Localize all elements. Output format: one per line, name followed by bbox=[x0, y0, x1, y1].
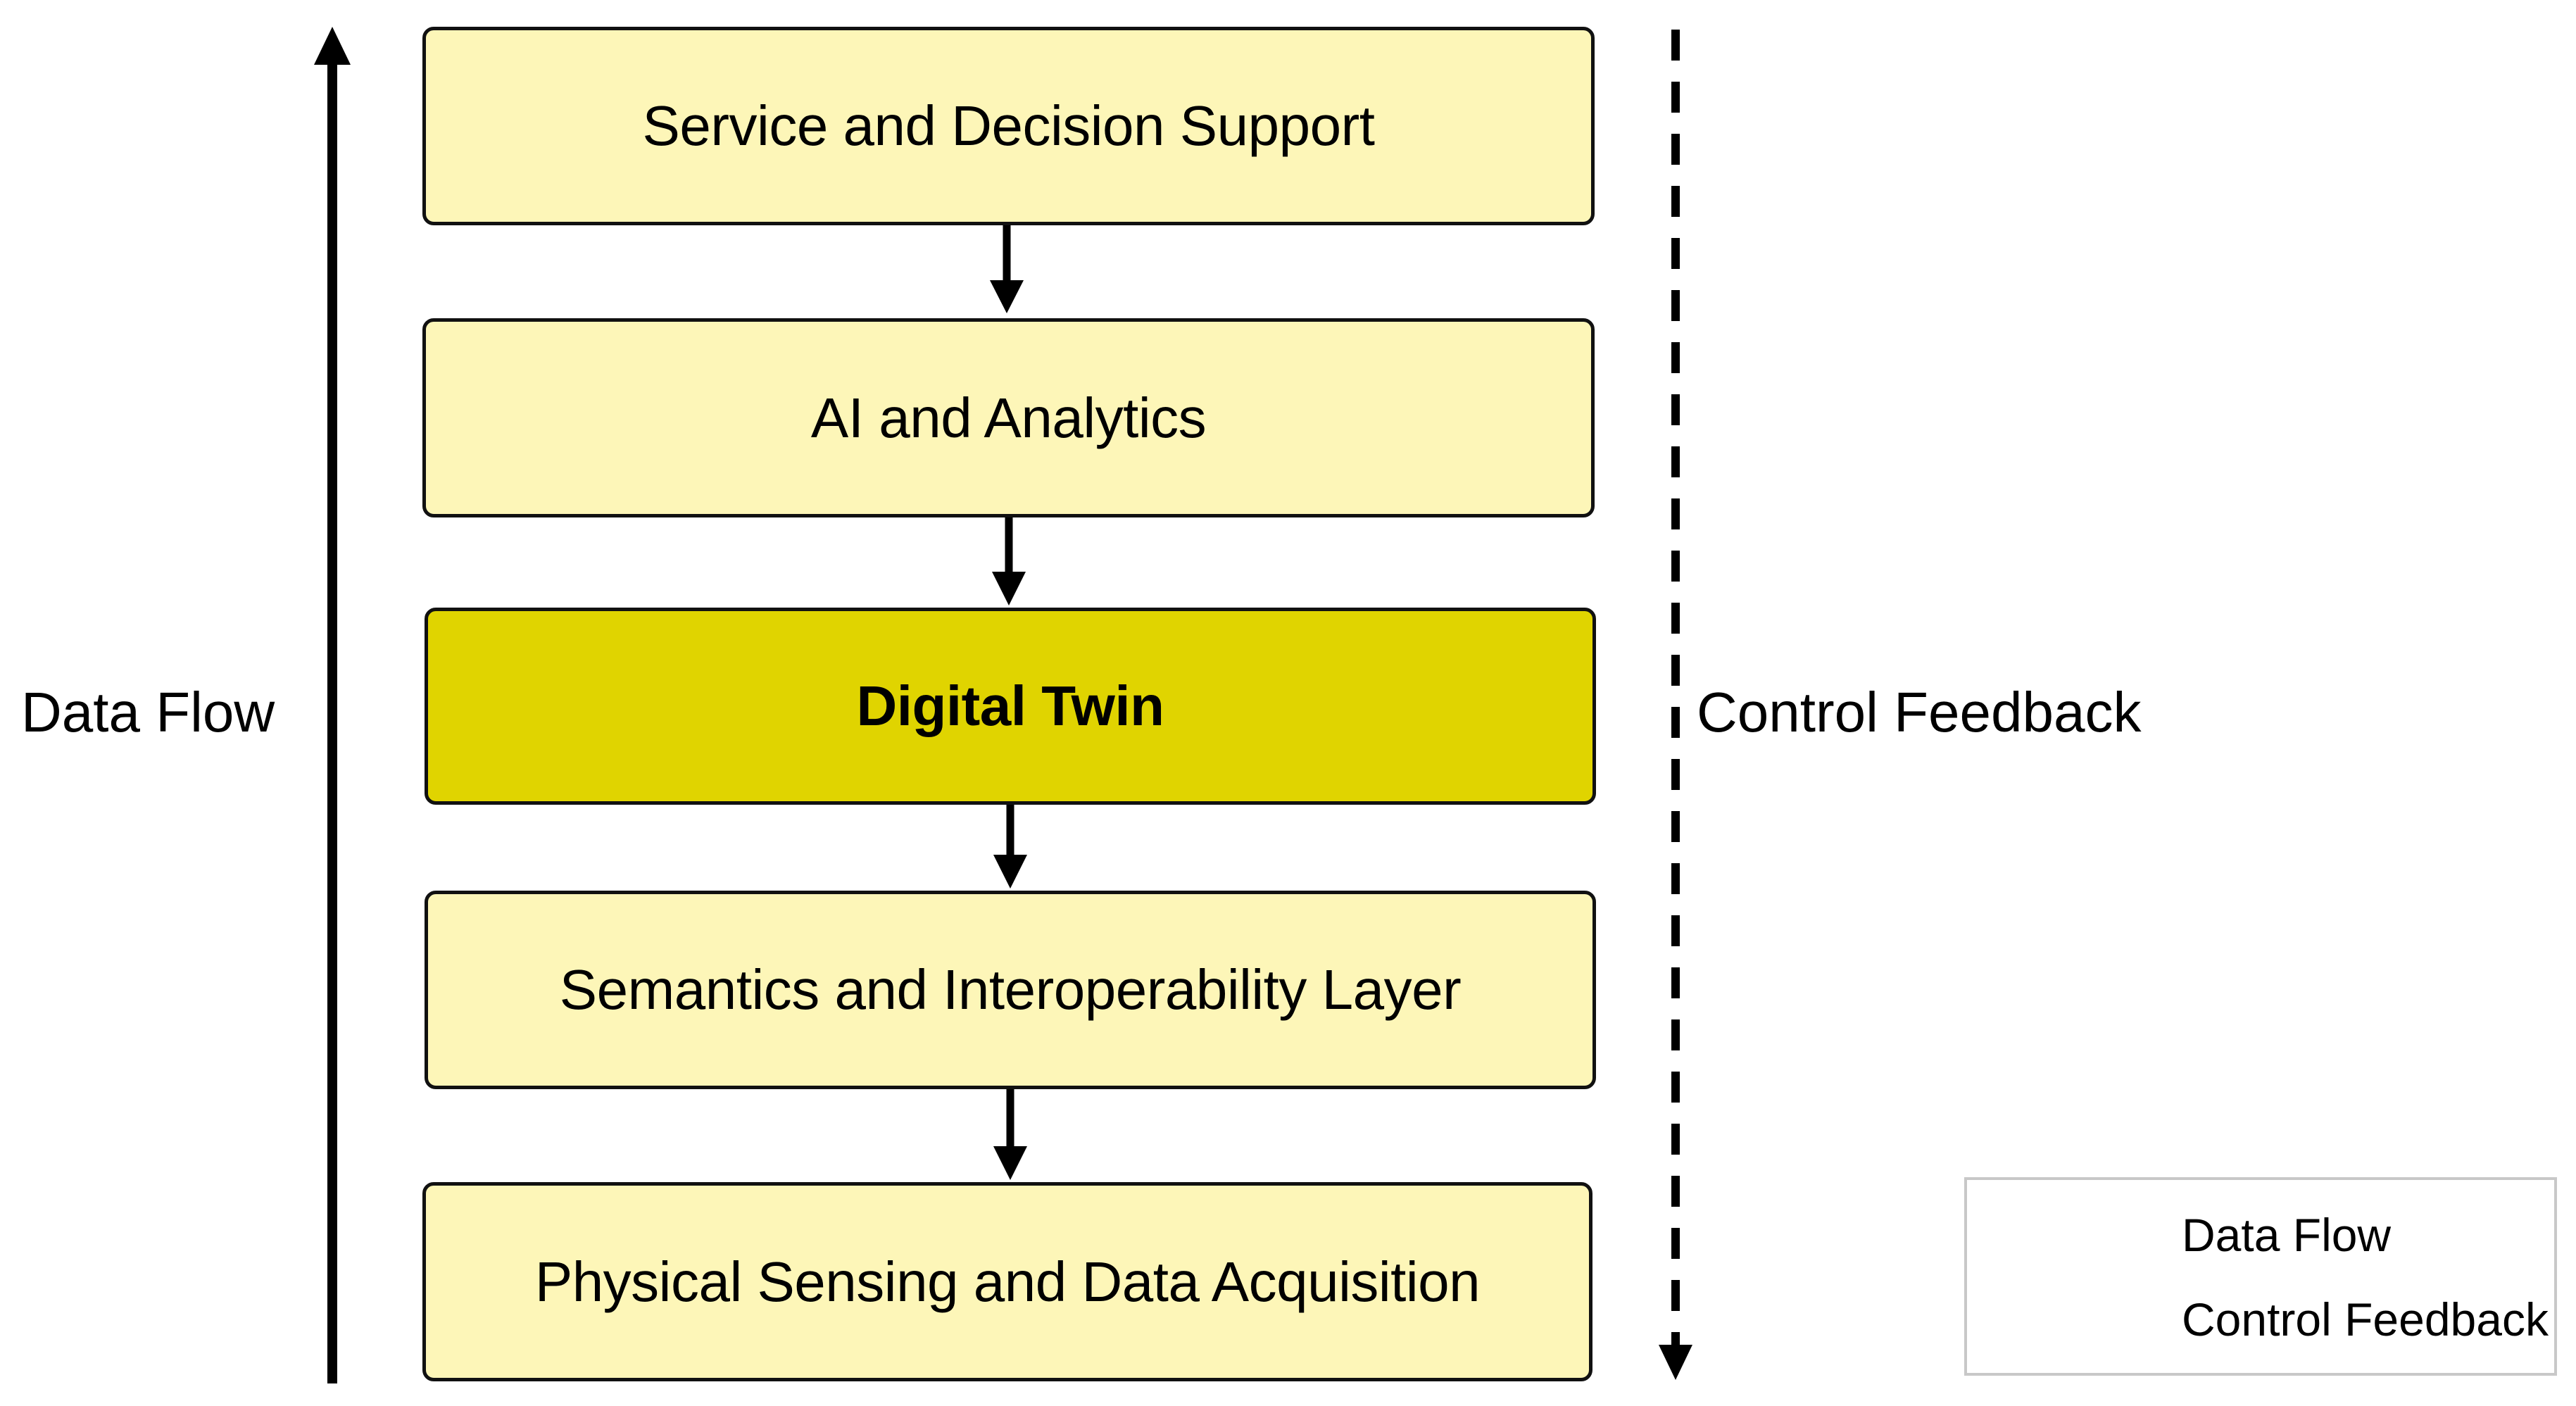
layer-arrow-4-5 bbox=[993, 1089, 1027, 1180]
layer-arrow-1-2 bbox=[990, 225, 1024, 313]
layer-label: Physical Sensing and Data Acquisition bbox=[534, 1250, 1481, 1313]
layer-label: Service and Decision Support bbox=[642, 94, 1375, 157]
legend-control-feedback-label: Control Feedback bbox=[2182, 1293, 2549, 1345]
layer-service-decision-support: Service and Decision Support bbox=[422, 27, 1595, 225]
data-flow-label: Data Flow bbox=[21, 681, 275, 743]
layer-arrow-2-3 bbox=[992, 517, 1026, 605]
control-feedback-label: Control Feedback bbox=[1697, 681, 2142, 743]
legend: Data Flow Control Feedback bbox=[1964, 1177, 2557, 1376]
layer-digital-twin: Digital Twin bbox=[425, 608, 1596, 805]
layer-label: AI and Analytics bbox=[810, 386, 1207, 449]
layer-physical-sensing: Physical Sensing and Data Acquisition bbox=[422, 1182, 1592, 1381]
layer-label: Digital Twin bbox=[856, 674, 1164, 737]
control-feedback-arrow bbox=[1659, 30, 1692, 1380]
layer-label: Semantics and Interoperability Layer bbox=[559, 958, 1462, 1021]
layer-arrow-3-4 bbox=[993, 805, 1027, 889]
data-flow-arrow bbox=[314, 27, 351, 1383]
layer-ai-analytics: AI and Analytics bbox=[422, 318, 1595, 517]
layer-semantics-interoperability: Semantics and Interoperability Layer bbox=[425, 891, 1596, 1089]
legend-data-flow-label: Data Flow bbox=[2182, 1209, 2392, 1261]
